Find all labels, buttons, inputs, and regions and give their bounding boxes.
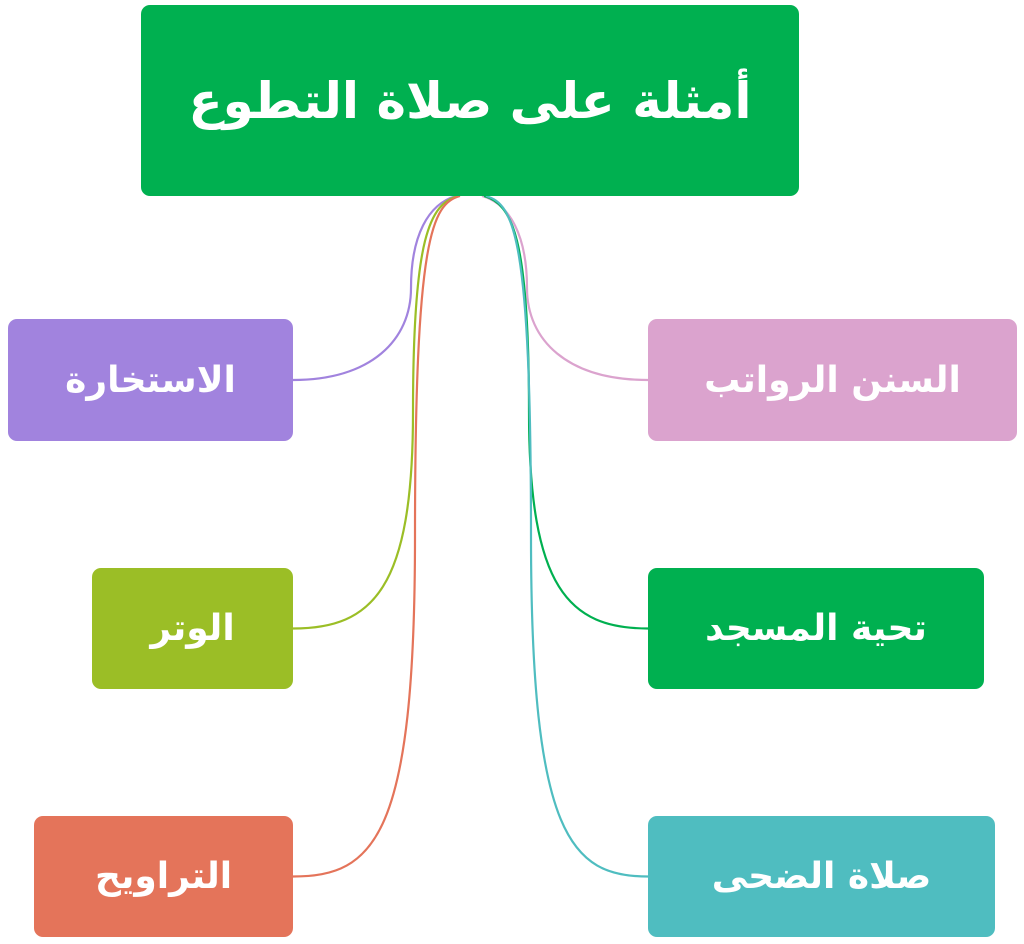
branch-node-tahiyyat-al-masjid[interactable]: تحية المسجد (648, 568, 984, 689)
connector-line-istikhara (292, 194, 457, 382)
branch-node-istikhara[interactable]: الاستخارة (8, 319, 293, 441)
connector-line-duha (485, 194, 649, 878)
branch-node-salat-al-duha[interactable]: صلاة الضحى (648, 816, 995, 937)
connector-line-tahiyya (483, 194, 649, 630)
branch-node-sunan-rawatib[interactable]: السنن الرواتب (648, 319, 1017, 441)
branch-node-witr[interactable]: الوتر (92, 568, 293, 689)
branch-label-sunan-rawatib: السنن الرواتب (704, 359, 961, 401)
root-topic-label: أمثلة على صلاة التطوع (188, 71, 752, 130)
connector-line-witr (292, 194, 459, 630)
root-topic-box[interactable]: أمثلة على صلاة التطوع (141, 5, 799, 196)
branch-label-witr: الوتر (150, 608, 235, 649)
branch-node-tarawih[interactable]: التراويح (34, 816, 293, 937)
branch-label-tahiyyat-al-masjid: تحية المسجد (705, 608, 927, 649)
branch-label-tarawih: التراويح (94, 856, 233, 897)
branch-label-istikhara: الاستخارة (65, 359, 236, 401)
connector-line-sunan (481, 194, 649, 382)
branch-label-salat-al-duha: صلاة الضحى (711, 856, 932, 897)
connector-line-tarawih (292, 194, 461, 878)
